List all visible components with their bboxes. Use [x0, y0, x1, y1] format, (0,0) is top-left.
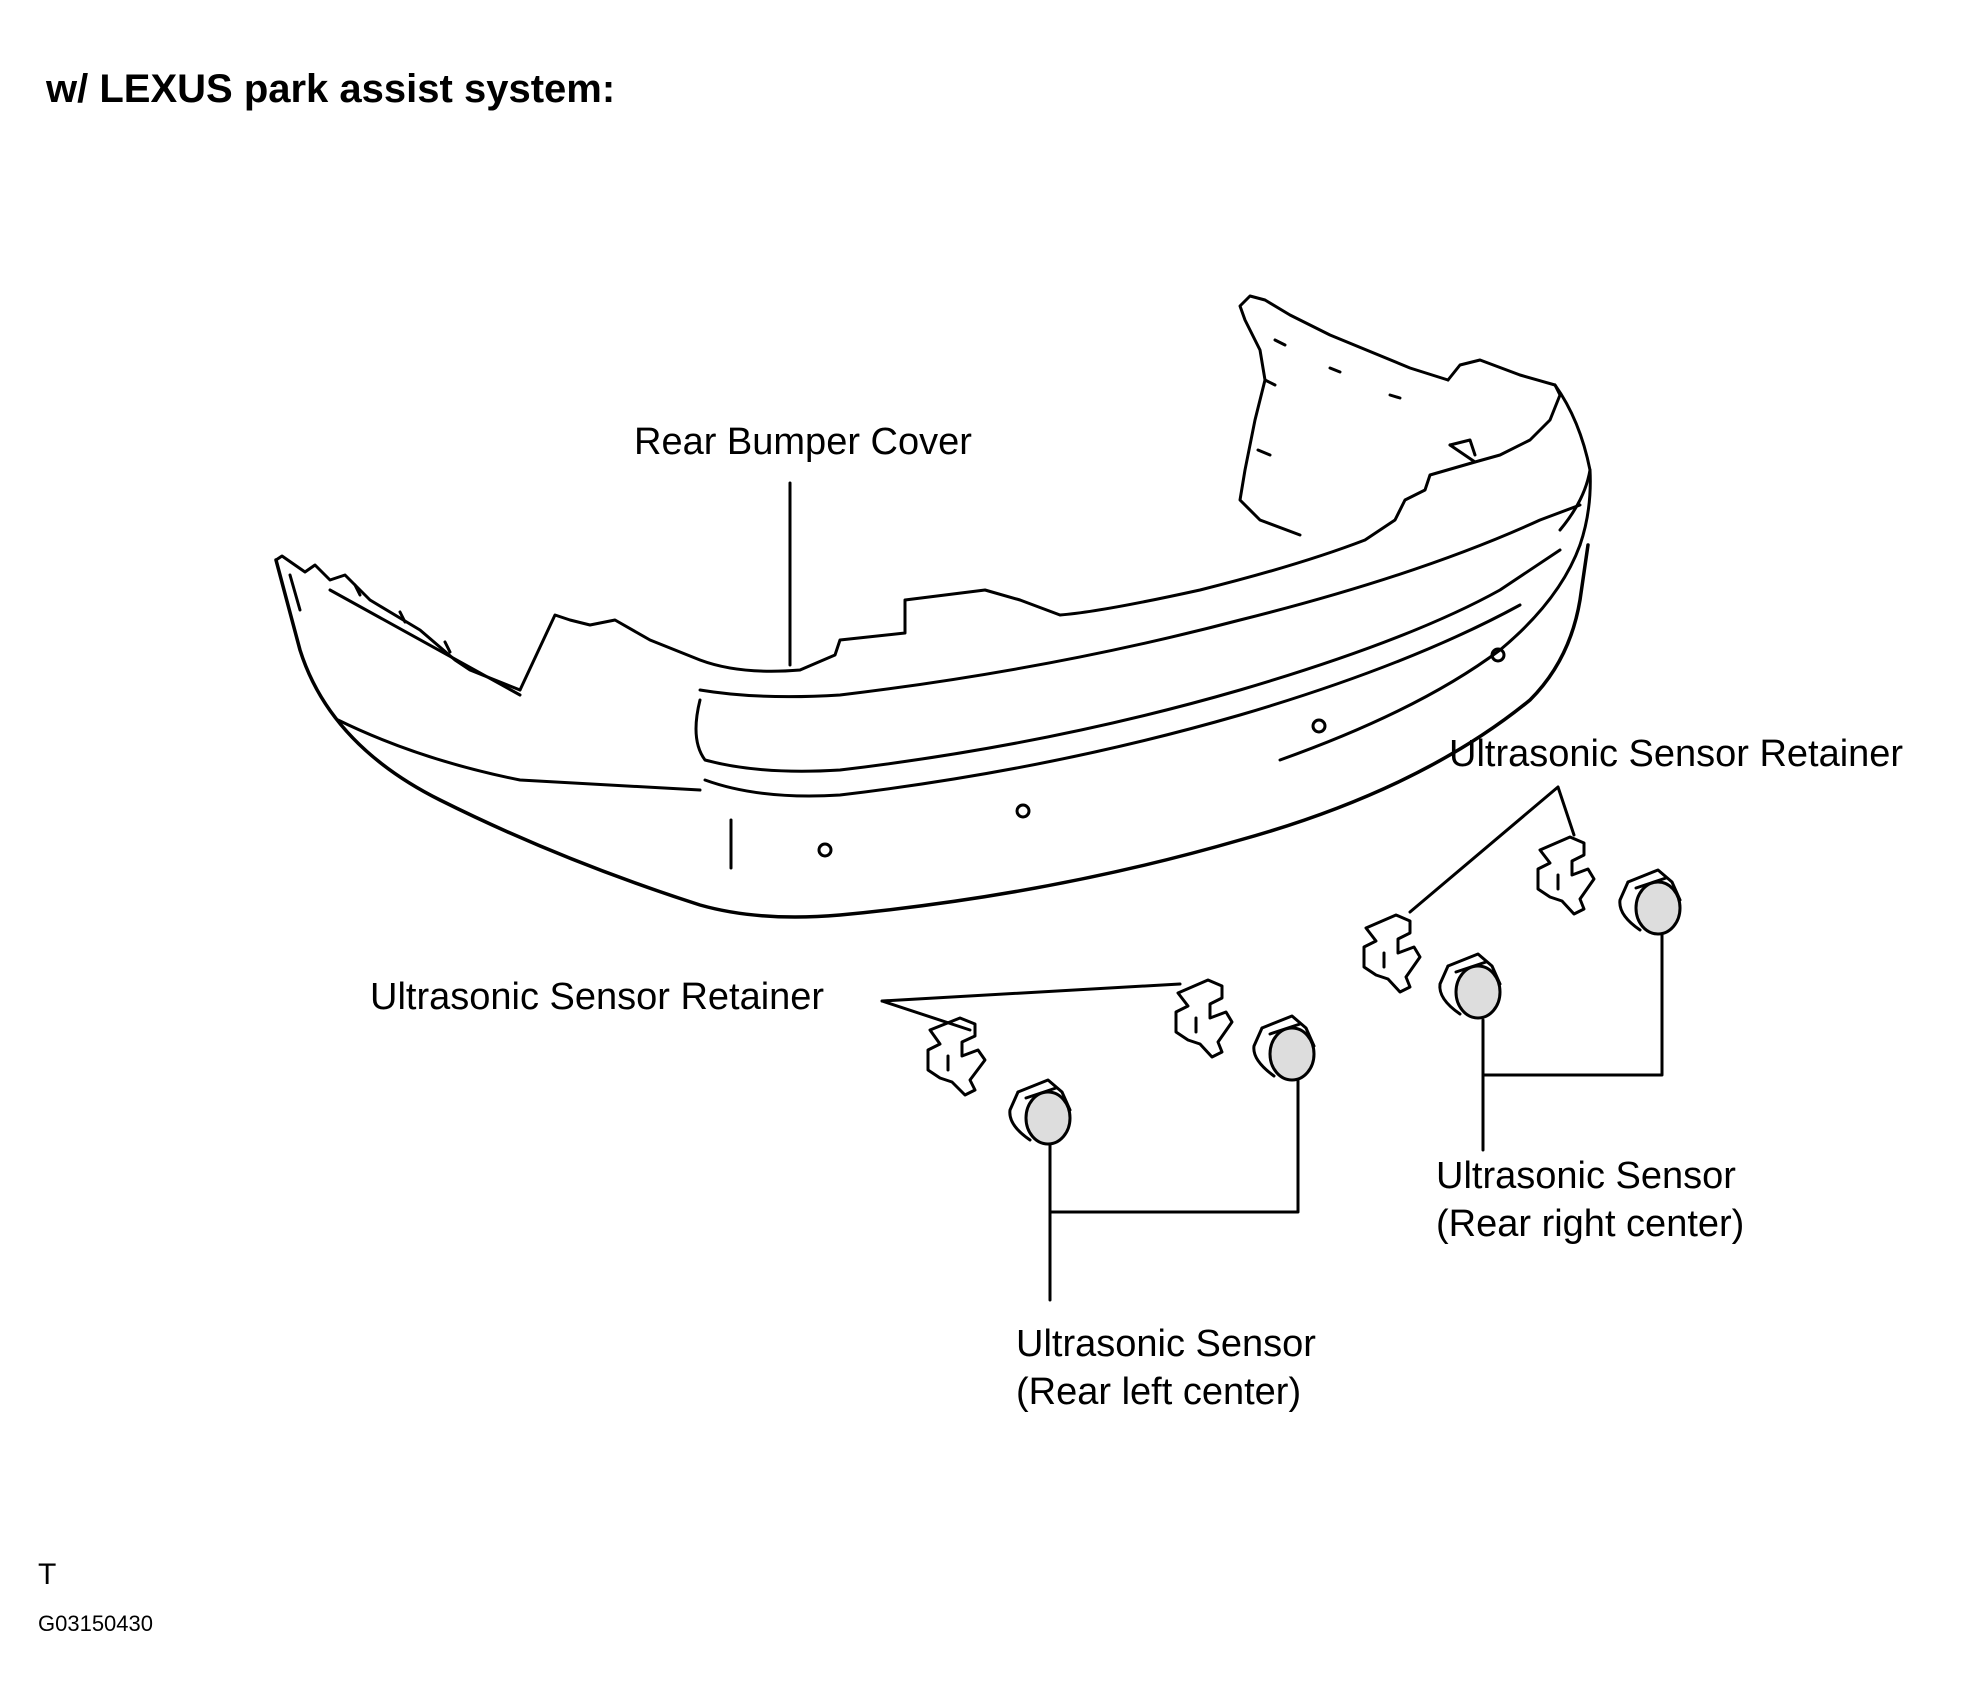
- leader-retainer-right: [1408, 785, 1576, 914]
- label-retainer-right: Ultrasonic Sensor Retainer: [1449, 733, 1904, 775]
- leader-sensor-right: [1481, 933, 1664, 1152]
- retainer-left-inner: [1174, 978, 1234, 1059]
- leader-sensor-left: [1048, 1078, 1300, 1302]
- sensor-rear-left-center: [1008, 1078, 1072, 1146]
- rear-bumper-cover-drawing: [274, 294, 1592, 919]
- label-sensor-right-line2: (Rear right center): [1436, 1203, 1745, 1245]
- retainer-right-inner: [1536, 835, 1596, 916]
- diagram-heading: w/ LEXUS park assist system:: [46, 67, 616, 111]
- label-retainer-left: Ultrasonic Sensor Retainer: [370, 976, 825, 1018]
- label-rear-bumper-cover: Rear Bumper Cover: [634, 421, 972, 463]
- label-sensor-right-line1: Ultrasonic Sensor: [1436, 1155, 1736, 1197]
- sensor-rear-right-outer: [1618, 868, 1682, 936]
- leader-retainer-left: [880, 982, 1182, 1032]
- sensor-rear-right-center: [1438, 952, 1502, 1020]
- label-sensor-left-line2: (Rear left center): [1016, 1371, 1302, 1413]
- figure-code: G03150430: [38, 1611, 153, 1636]
- footer-mark: T: [38, 1558, 57, 1591]
- retainer-left-outer: [926, 1016, 987, 1097]
- retainer-right-outer: [1362, 913, 1422, 994]
- label-sensor-left-line1: Ultrasonic Sensor: [1016, 1323, 1316, 1365]
- sensor-rear-left-outer: [1252, 1014, 1316, 1082]
